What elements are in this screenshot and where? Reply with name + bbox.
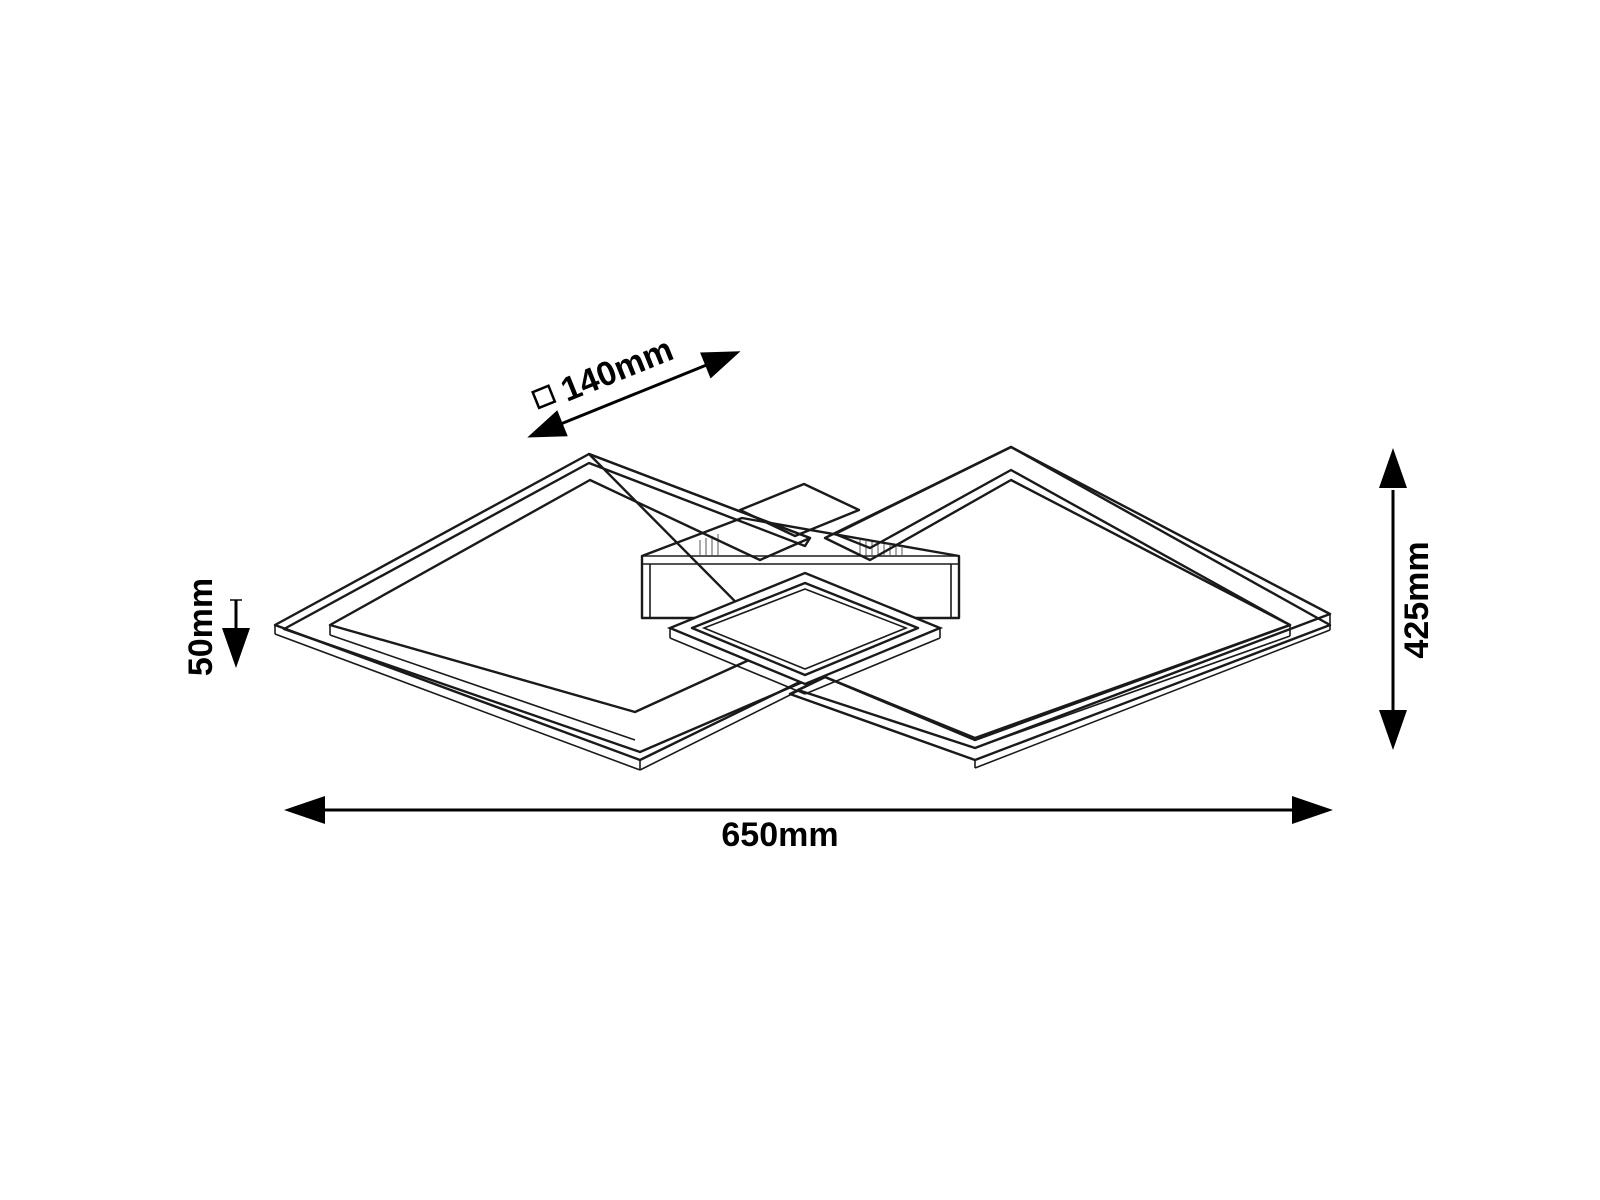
arrow-left-icon: [284, 796, 325, 824]
arrow-right-icon: [700, 351, 741, 379]
arrow-left-icon: [527, 410, 568, 438]
square-outline-icon: [531, 384, 557, 410]
arrow-right-icon: [1292, 796, 1333, 824]
canopy-label: 140mm: [556, 330, 679, 409]
canopy-dimension: 140mm: [527, 330, 741, 438]
center-panel: [666, 571, 944, 695]
height-dimension: 50mm: [182, 578, 250, 676]
width-dimension: 650mm: [284, 796, 1333, 854]
arrow-down-icon: [1379, 710, 1407, 750]
depth-dimension: 425mm: [1379, 448, 1436, 750]
arrow-up-icon: [1379, 448, 1407, 488]
depth-label: 425mm: [1398, 541, 1436, 658]
arrow-down-icon: [222, 628, 250, 668]
right-frame: [788, 445, 1332, 769]
width-label: 650mm: [721, 816, 838, 854]
canopy-box: [640, 482, 961, 620]
height-label: 50mm: [182, 578, 220, 676]
